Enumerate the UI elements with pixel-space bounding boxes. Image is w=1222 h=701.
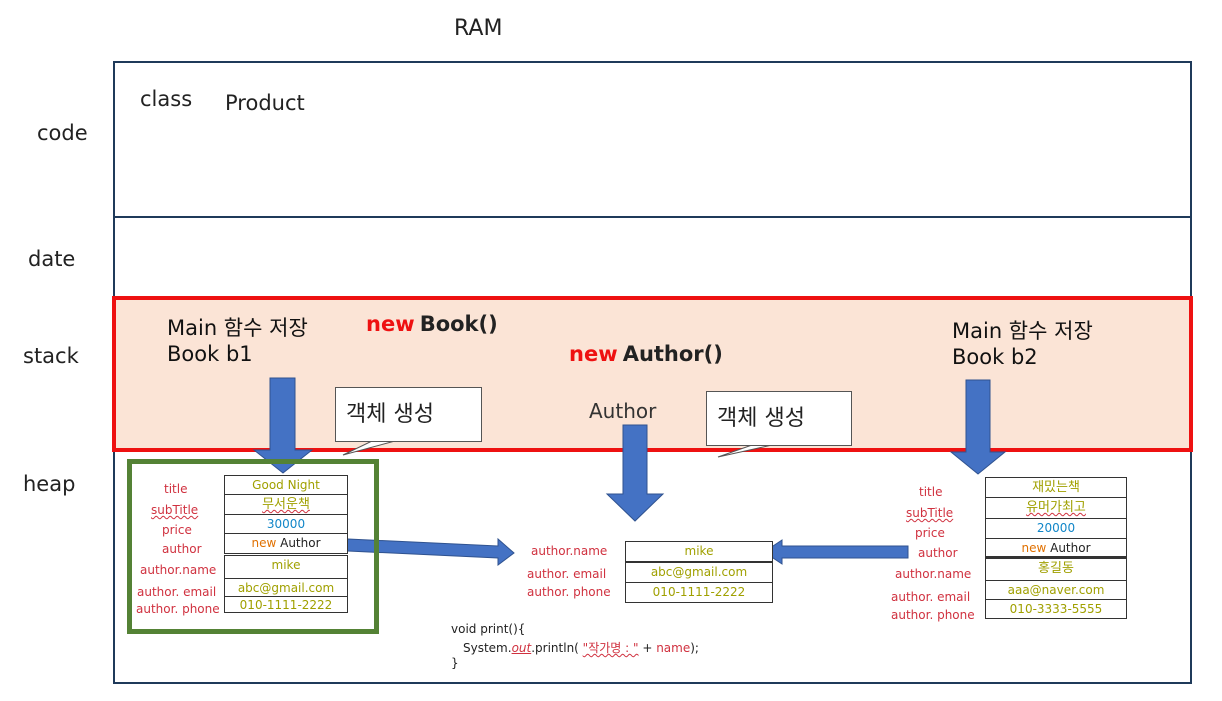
- author-label-phone: author. phone: [527, 585, 611, 599]
- book2-label-price: price: [915, 526, 945, 540]
- new-keyword: new: [569, 342, 618, 366]
- stack-frame-left-line1: Main 함수 저장: [167, 316, 308, 340]
- book1-value-author-phone: 010-1111-2222: [224, 596, 348, 613]
- book1-label-subtitle: subTitle: [151, 503, 199, 517]
- author-value-name: mike: [625, 541, 773, 562]
- arrow-down-book2: [949, 379, 1007, 475]
- book1-label-author-email: author. email: [137, 585, 217, 599]
- new-author-expression: new Author(): [569, 342, 723, 366]
- book1-value-author-email: abc@gmail.com: [224, 578, 348, 597]
- stack-frame-right-line2: Book b2: [952, 345, 1038, 369]
- author-label: Author: [589, 399, 657, 423]
- book2-value-author-email: aaa@naver.com: [985, 580, 1127, 600]
- book1-label-author-name: author.name: [140, 563, 217, 577]
- author-value-email: abc@gmail.com: [625, 561, 773, 583]
- arrow-book2-to-author: [763, 539, 909, 565]
- class-keyword: class: [140, 87, 193, 111]
- book1-object-frame: [127, 459, 379, 634]
- book2-value-price: 20000: [985, 518, 1127, 539]
- stack-frame-left-line2: Book b1: [167, 342, 253, 366]
- code-line-2: System.out.println( "작가명 : " + name);: [463, 641, 699, 655]
- segment-label-stack: stack: [23, 344, 79, 368]
- book1-label-price: price: [162, 523, 192, 537]
- callout-right: 객체 생성: [706, 391, 852, 446]
- book1-label-title: title: [164, 482, 188, 496]
- book1-value-author: new Author: [224, 533, 348, 554]
- code-line-1: void print(){: [451, 622, 526, 636]
- book2-label-subtitle: subTitle: [906, 506, 954, 520]
- segment-label-date: date: [28, 247, 76, 271]
- book2-label-author-phone: author. phone: [891, 608, 975, 622]
- callout-left: 객체 생성: [335, 387, 482, 442]
- book2-value-author-phone: 010-3333-5555: [985, 599, 1127, 619]
- segment-label-code: code: [37, 121, 88, 145]
- author-label-name: author.name: [531, 544, 608, 558]
- book2-label-author-name: author.name: [895, 567, 972, 581]
- class-name: Product: [225, 91, 305, 115]
- book2-value-title: 재밌는책: [985, 477, 1127, 498]
- author-constructor: Author(): [622, 342, 723, 366]
- book2-value-author: new Author: [985, 538, 1127, 558]
- book2-label-author: author: [918, 546, 958, 560]
- arrow-book1-to-author: [326, 537, 515, 566]
- segment-label-heap: heap: [23, 472, 76, 496]
- stack-frame-right-line1: Main 함수 저장: [952, 319, 1093, 343]
- book1-value-author-name: mike: [224, 555, 348, 579]
- book2-label-author-email: author. email: [891, 590, 971, 604]
- arrow-down-author: [605, 424, 665, 522]
- code-line-3: }: [451, 656, 459, 670]
- book1-label-author: author: [162, 542, 202, 556]
- author-value-phone: 010-1111-2222: [625, 582, 773, 603]
- new-book-expression: new Book(): [366, 312, 498, 336]
- book1-value-subtitle: 무서운책: [224, 494, 348, 515]
- book-constructor: Book(): [419, 312, 498, 336]
- code-date-divider: [113, 216, 1192, 218]
- book1-value-title: Good Night: [224, 475, 348, 495]
- author-label-email: author. email: [527, 567, 607, 581]
- ram-title: RAM: [454, 16, 503, 41]
- new-keyword: new: [366, 312, 415, 336]
- book1-value-price: 30000: [224, 514, 348, 534]
- book2-label-title: title: [919, 485, 943, 499]
- book2-value-author-name: 홍길동: [985, 558, 1127, 581]
- book1-label-author-phone: author. phone: [136, 602, 220, 616]
- book2-value-subtitle: 유머가최고: [985, 497, 1127, 519]
